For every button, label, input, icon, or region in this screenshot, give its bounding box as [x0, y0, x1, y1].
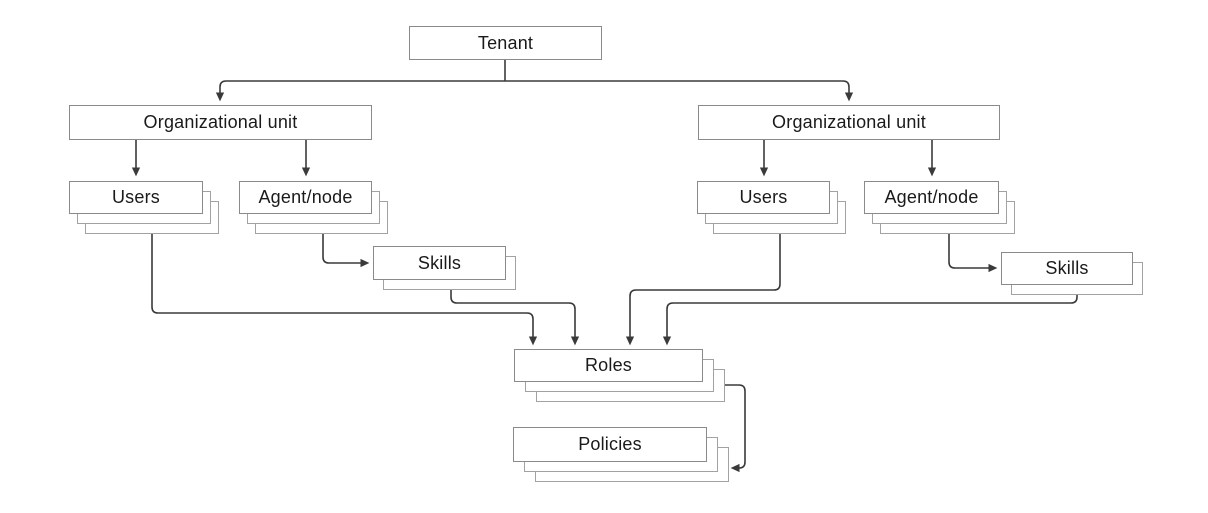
node-policies-label: Policies: [578, 434, 642, 454]
edge-skills-right-to-roles: [662, 295, 1078, 346]
node-skills-right-label: Skills: [1045, 258, 1089, 278]
edge-agent-right-to-skills-right: [948, 234, 998, 273]
node-policies: Policies: [513, 427, 729, 482]
edge-users-left-to-roles: [151, 234, 538, 346]
edge-roles-to-policies: [725, 384, 746, 473]
node-roles: Roles: [514, 349, 725, 402]
node-policies-box: Policies: [513, 427, 707, 462]
node-agent-node-right-box: Agent/node: [864, 181, 999, 214]
node-agent-node-left-label: Agent/node: [258, 187, 353, 207]
edge-users-right-to-roles: [625, 234, 781, 346]
node-tenant-label: Tenant: [477, 32, 534, 53]
node-users-left-box: Users: [69, 181, 203, 214]
node-agent-node-right: Agent/node: [864, 181, 1015, 234]
node-tenant-box: Tenant: [409, 26, 602, 60]
node-org-unit-left: Organizational unit: [69, 105, 372, 140]
node-roles-box: Roles: [514, 349, 703, 382]
edge-agent-left-to-skills-left: [322, 234, 370, 268]
node-tenant: Tenant: [409, 26, 602, 60]
node-org-unit-right: Organizational unit: [698, 105, 1000, 140]
node-org-unit-left-box: Organizational unit: [69, 105, 372, 140]
node-users-left: Users: [69, 181, 219, 234]
edge-tenant-to-org-left: [215, 80, 505, 102]
node-skills-left: Skills: [373, 246, 516, 290]
node-roles-label: Roles: [584, 355, 633, 375]
node-agent-node-left: Agent/node: [239, 181, 388, 234]
node-agent-node-left-box: Agent/node: [239, 181, 372, 214]
node-skills-left-label: Skills: [417, 252, 462, 273]
edge-skills-left-to-roles: [450, 290, 580, 346]
node-org-unit-right-label: Organizational unit: [772, 112, 926, 132]
node-users-left-label: Users: [111, 187, 160, 207]
node-users-right-box: Users: [697, 181, 830, 214]
node-skills-left-box: Skills: [373, 246, 506, 280]
node-skills-right: Skills: [1001, 252, 1143, 295]
node-org-unit-left-label: Organizational unit: [143, 112, 298, 132]
node-org-unit-right-box: Organizational unit: [698, 105, 1000, 140]
node-agent-node-right-label: Agent/node: [884, 187, 979, 207]
node-skills-right-box: Skills: [1001, 252, 1133, 285]
edge-tenant-to-org-right: [505, 80, 854, 102]
node-users-right-label: Users: [739, 187, 788, 207]
node-users-right: Users: [697, 181, 846, 234]
